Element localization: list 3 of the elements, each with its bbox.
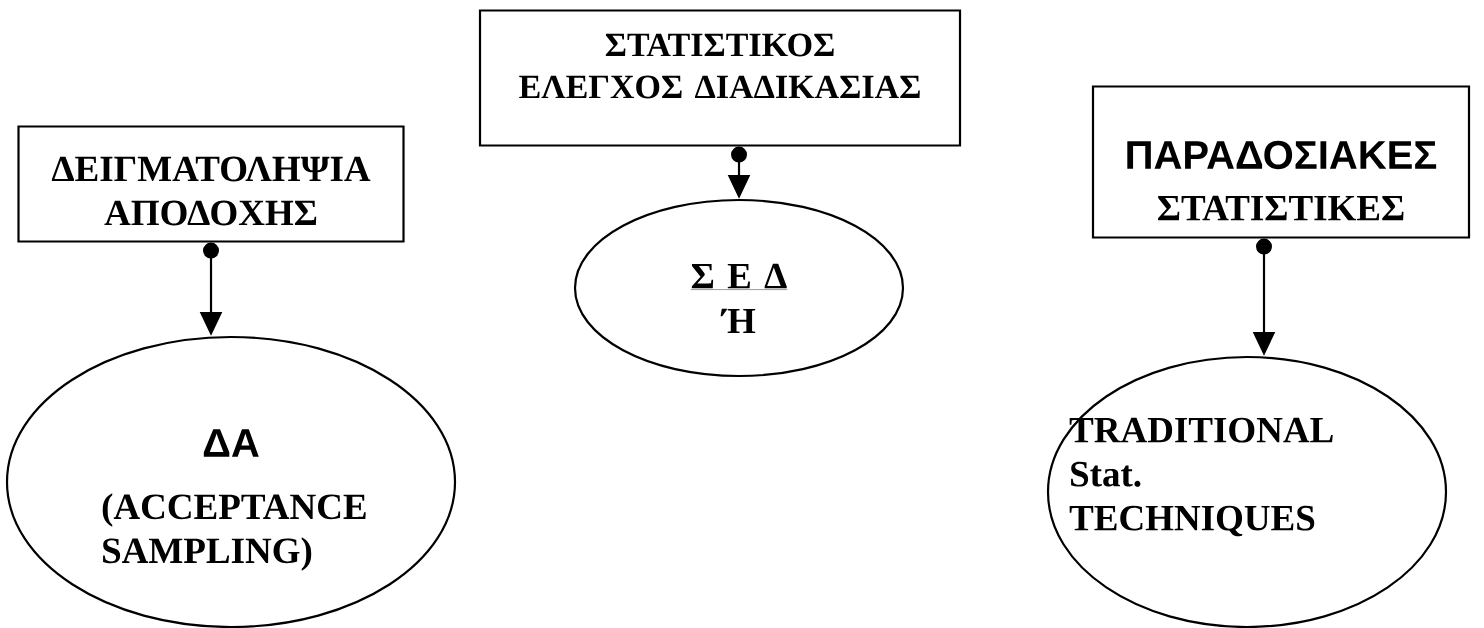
process-box: ΠΑΡΑΔΟΣΙΑΚΕΣ ΣΤΑΤΙΣΤΙΚΕΣ [1091,85,1471,239]
process-box: ΔΕΙΓΜΑΤΟΛΗΨΙΑ ΑΠΟΔΟΧΗΣ [17,125,405,243]
process-box: ΣΤΑΤΙΣΤΙΚΟΣ ΕΛΕΓΧΟΣ ΔΙΑΔΙΚΑΣΙΑΣ [478,9,962,147]
